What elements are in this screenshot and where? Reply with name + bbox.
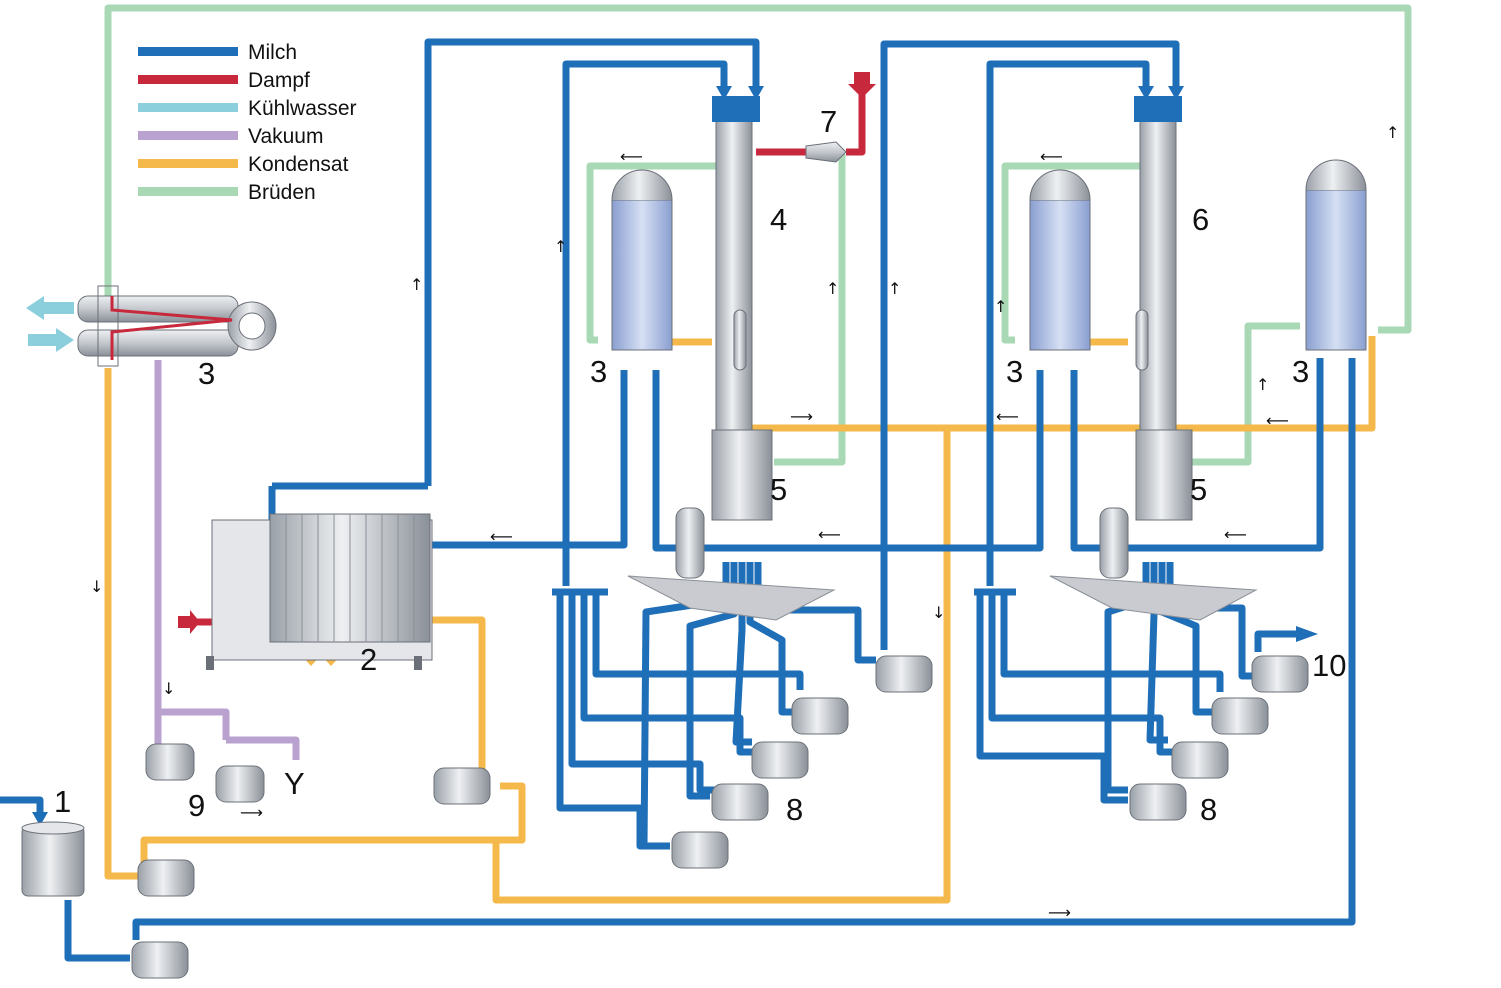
label-1: 1 xyxy=(54,784,71,819)
label-3-bundle-1: 3 xyxy=(590,354,607,389)
legend-swatch xyxy=(138,103,238,112)
label-10: 10 xyxy=(1312,648,1346,683)
legend-swatch xyxy=(138,159,238,168)
label-7: 7 xyxy=(820,104,837,139)
pump-condensate-2 xyxy=(433,767,491,805)
pump-8a-1 xyxy=(671,831,729,869)
flow-arrow-up: ↑ xyxy=(994,297,1007,316)
tube-bundle-1 xyxy=(611,169,673,351)
tanks xyxy=(675,507,1129,579)
legend-swatch xyxy=(138,75,238,84)
vacuum-pipes xyxy=(154,360,300,760)
legend-label: Dampf xyxy=(248,69,310,92)
pump-10 xyxy=(1251,655,1309,693)
evaporator-column-1 xyxy=(711,96,773,521)
equipment-labels: 1 2 3 3 3 3 4 5 5 6 7 8 8 9 10 Y xyxy=(54,104,1346,827)
flow-arrows: ↑ ↑ ↑ ↑ ↑ ↑ ↑ ↓ ↓ ↓ ⟵ ⟵ ⟵ ⟵ ⟵ ⟵ ⟵ ⟶ ⟶ ⟶ xyxy=(90,123,1399,922)
flow-arrow-up: ↑ xyxy=(554,237,567,256)
pump-8a-2 xyxy=(711,783,769,821)
flow-arrow-up: ↑ xyxy=(410,275,423,294)
legend-swatch xyxy=(138,131,238,140)
pump-8b-3 xyxy=(1211,697,1269,735)
label-6: 6 xyxy=(1192,202,1209,237)
legend: MilchDampfKühlwasserVakuumKondensatBrüde… xyxy=(138,41,357,204)
label-5-second: 5 xyxy=(1190,472,1207,507)
pump-8a-5 xyxy=(875,655,933,693)
flow-arrow-up: ↑ xyxy=(888,279,901,298)
pump-8b-2 xyxy=(1171,741,1229,779)
legend-label: Vakuum xyxy=(248,125,323,148)
plate-heat-exchanger xyxy=(206,513,433,670)
vacuum-pump-2 xyxy=(215,765,265,803)
label-5-first: 5 xyxy=(770,472,787,507)
pump-8a-4 xyxy=(791,697,849,735)
thermocompressor xyxy=(805,141,847,163)
pump-8a-3 xyxy=(751,741,809,779)
flow-arrow-up: ↑ xyxy=(1256,375,1269,394)
legend-swatch xyxy=(138,47,238,56)
flow-arrow-down: ↓ xyxy=(162,679,175,698)
legend-swatch xyxy=(138,187,238,196)
platforms xyxy=(627,575,1258,621)
pump-feed xyxy=(131,941,189,979)
label-3-bundle-3: 3 xyxy=(1292,354,1309,389)
flow-arrow-left: ⟵ xyxy=(996,407,1019,426)
flow-arrow-left: ⟵ xyxy=(1224,525,1247,544)
label-3-condenser: 3 xyxy=(198,356,215,391)
vacuum-pump-1 xyxy=(145,743,195,781)
tube-bundle-3 xyxy=(1305,159,1367,351)
label-8-first: 8 xyxy=(786,792,803,827)
flow-arrow-left: ⟵ xyxy=(818,525,841,544)
flow-arrow-up: ↑ xyxy=(1386,123,1399,142)
legend-label: Kühlwasser xyxy=(248,97,357,120)
evaporator-column-2 xyxy=(1134,96,1193,521)
flow-arrow-right: ⟶ xyxy=(790,407,813,426)
pump-condensate-1 xyxy=(137,859,195,897)
flow-arrow-up: ↑ xyxy=(826,279,839,298)
flow-arrow-left: ⟵ xyxy=(490,527,513,546)
cooling-water-arrows xyxy=(26,296,74,352)
flow-arrow-left: ⟵ xyxy=(620,147,643,166)
condenser-left xyxy=(77,285,277,367)
legend-label: Brüden xyxy=(248,181,316,204)
tube-bundle-2 xyxy=(1029,169,1091,351)
label-4: 4 xyxy=(770,202,787,237)
pumps xyxy=(131,655,1309,979)
steam-arrowheads xyxy=(178,72,876,634)
label-9: 9 xyxy=(188,788,205,823)
label-8-second: 8 xyxy=(1200,792,1217,827)
flow-arrow-right: ⟶ xyxy=(240,803,263,822)
flow-arrow-down: ↓ xyxy=(932,603,945,622)
flow-arrow-right: ⟶ xyxy=(1048,903,1071,922)
milk-arrowheads xyxy=(32,86,1318,826)
label-3-bundle-2: 3 xyxy=(1006,354,1023,389)
flow-arrow-left: ⟵ xyxy=(1040,147,1063,166)
pump-8b-1 xyxy=(1129,783,1187,821)
legend-label: Milch xyxy=(248,41,297,64)
label-2: 2 xyxy=(360,642,377,677)
label-y: Y xyxy=(284,766,305,801)
flow-arrow-down: ↓ xyxy=(90,577,103,596)
flow-arrow-left: ⟵ xyxy=(1266,411,1289,430)
vapour-pipes xyxy=(104,4,1412,466)
feed-tank xyxy=(21,821,85,897)
legend-label: Kondensat xyxy=(248,153,349,176)
